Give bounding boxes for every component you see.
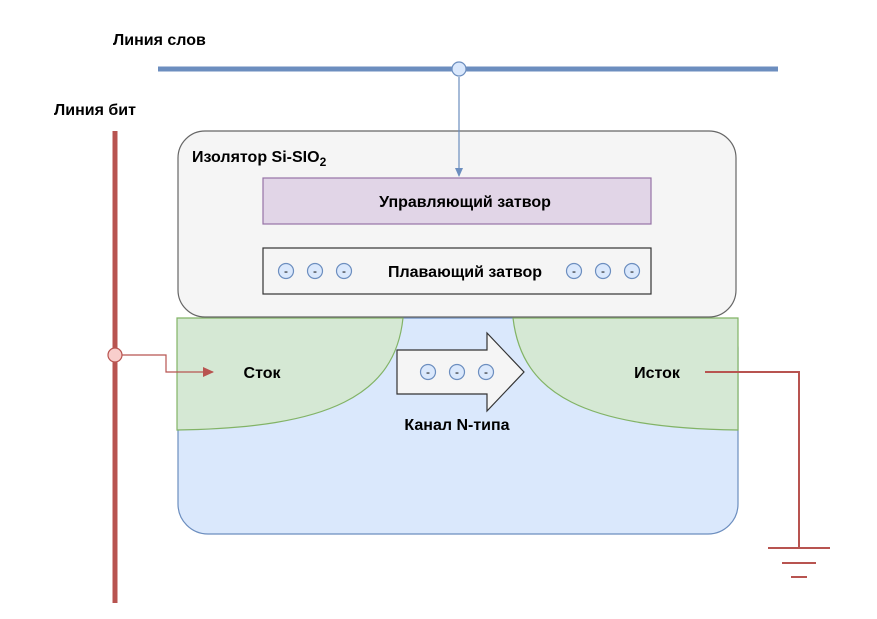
electron-icon	[594, 262, 612, 280]
bit-line-junction	[107, 347, 123, 363]
control-gate-label: Управляющий затвор	[379, 194, 551, 211]
channel-label: Канал N-типа	[404, 417, 509, 434]
electron-icon	[419, 363, 437, 381]
electron-sign: -	[630, 264, 634, 278]
electron-icon	[477, 363, 495, 381]
electron-sign: -	[426, 365, 430, 379]
control-gate	[262, 177, 652, 225]
drain-region	[176, 317, 404, 431]
electron-sign: -	[601, 264, 605, 278]
electron-icon	[448, 363, 466, 381]
channel-electrons: ---	[419, 363, 495, 381]
electron-icon	[623, 262, 641, 280]
electron-sign: -	[484, 365, 488, 379]
electron-icon	[306, 262, 324, 280]
bit-line-connector	[122, 354, 214, 377]
source-ground-wire	[705, 371, 800, 548]
bit-line-label: Линия бит	[54, 102, 136, 119]
drain-label: Сток	[244, 365, 282, 382]
electron-icon	[335, 262, 353, 280]
insulator-label: Изолятор Si-SIO2	[192, 149, 327, 169]
word-line-label: Линия слов	[113, 32, 206, 49]
electron-icon	[565, 262, 583, 280]
electron-sign: -	[342, 264, 346, 278]
electron-sign: -	[284, 264, 288, 278]
floating-gate	[262, 247, 652, 295]
electron-sign: -	[313, 264, 317, 278]
electron-sign: -	[572, 264, 576, 278]
source-region	[512, 317, 739, 431]
word-line-junction	[451, 61, 467, 77]
electron-icon	[277, 262, 295, 280]
source-label: Исток	[634, 365, 681, 382]
floating-gate-label: Плавающий затвор	[388, 264, 542, 281]
electron-sign: -	[455, 365, 459, 379]
floating-gate-electrons: ------	[277, 262, 641, 280]
ground-icon	[768, 547, 830, 578]
